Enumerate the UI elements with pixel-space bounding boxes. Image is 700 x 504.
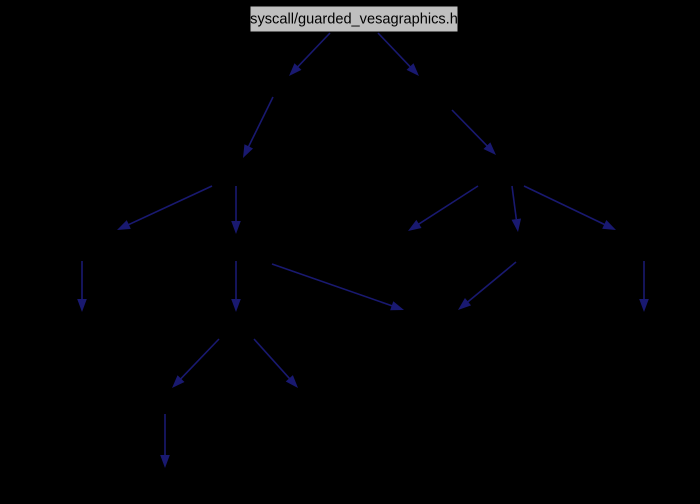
graph-edge (451, 109, 489, 148)
graph-edge-arrowhead (231, 299, 241, 312)
graph-edge-arrowhead (390, 301, 404, 311)
graph-node-box (121, 468, 207, 494)
graph-node-box (193, 312, 279, 338)
graph-edge-arrowhead (285, 375, 298, 388)
graph-edges (77, 32, 649, 468)
graph-edge-arrowhead (406, 63, 419, 76)
graph-node-box (601, 312, 687, 338)
graph-edge-arrowhead (511, 218, 522, 232)
graph-node-box (123, 388, 209, 414)
graph-node-box[interactable] (249, 5, 459, 33)
graph-node-box (373, 312, 459, 338)
graph-edge (247, 96, 274, 149)
graph-node-hidden (474, 234, 566, 260)
graph-edge (296, 32, 331, 69)
graph-edge (253, 338, 292, 381)
graph-node-hidden (123, 388, 209, 414)
graph-edge-arrowhead (408, 219, 422, 231)
graph-node-box (188, 159, 284, 185)
graph-node-hidden (39, 312, 125, 338)
graph-edge (179, 338, 220, 381)
graph-node-box (190, 234, 282, 260)
graph-edge (126, 185, 213, 227)
graph-node-box (452, 159, 548, 185)
graph-node-box (354, 234, 446, 260)
graph-node-hidden (601, 312, 687, 338)
graph-edge (377, 32, 412, 69)
graph-edge-arrowhead (289, 63, 302, 76)
graph-edge-arrowhead (231, 221, 241, 234)
graph-edge-arrowhead (77, 299, 87, 312)
graph-node-box (598, 234, 690, 260)
graph-edge (271, 263, 394, 308)
graph-node-hidden (121, 468, 207, 494)
graph-node-box (39, 312, 125, 338)
graph-edge-arrowhead (172, 375, 185, 388)
graph-edge-arrowhead (117, 220, 131, 230)
graph-edge-arrowhead (243, 144, 254, 158)
graph-edge-arrowhead (602, 220, 616, 230)
graph-edge (511, 185, 518, 222)
graph-node-hidden (190, 234, 282, 260)
graph-node-box (66, 234, 158, 260)
graph-edge-arrowhead (483, 142, 496, 155)
graph-node-box (259, 388, 345, 414)
graph-node-label: syscall/guarded_vesagraphics.h (250, 11, 458, 27)
graph-node-root[interactable]: syscall/guarded_vesagraphics.h (249, 5, 459, 33)
graph-node-hidden (66, 234, 158, 260)
graph-node-box (474, 234, 566, 260)
graph-edge (416, 185, 479, 226)
graph-edge-arrowhead (458, 298, 472, 310)
graph-node-hidden (452, 159, 548, 185)
graph-node-hidden (373, 312, 459, 338)
graph-node-hidden (598, 234, 690, 260)
graph-edge (523, 185, 607, 226)
graph-edge (465, 261, 517, 304)
graph-node-hidden (188, 159, 284, 185)
graph-node-hidden (354, 234, 446, 260)
graph-node-hidden (259, 388, 345, 414)
graph-nodes: syscall/guarded_vesagraphics.h (39, 5, 690, 494)
graph-edge-arrowhead (160, 455, 170, 468)
graph-node-hidden (193, 312, 279, 338)
graph-edge-arrowhead (639, 299, 649, 312)
